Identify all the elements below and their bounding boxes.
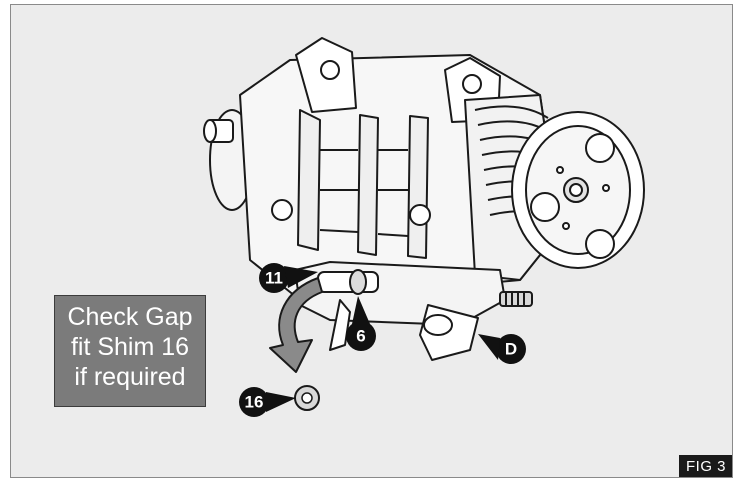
curved-arrow-icon xyxy=(269,277,323,373)
callout-16-label: 16 xyxy=(245,393,264,412)
figure-label: FIG 3 xyxy=(678,455,732,477)
callout-16: 16 xyxy=(239,387,296,417)
compressor-drawing xyxy=(203,37,645,361)
note-line-2: fit Shim 16 xyxy=(70,333,190,361)
callout-d: D xyxy=(478,334,526,364)
callout-6: 6 xyxy=(346,296,376,351)
callout-11-label: 11 xyxy=(265,269,283,288)
note-line-1: Check Gap xyxy=(67,303,193,331)
check-gap-note: Check Gap fit Shim 16 if required xyxy=(54,295,206,407)
callout-6-label: 6 xyxy=(356,327,365,346)
callout-11: 11 xyxy=(259,263,318,293)
callout-d-label: D xyxy=(505,340,517,359)
note-line-3: if required xyxy=(74,363,186,391)
